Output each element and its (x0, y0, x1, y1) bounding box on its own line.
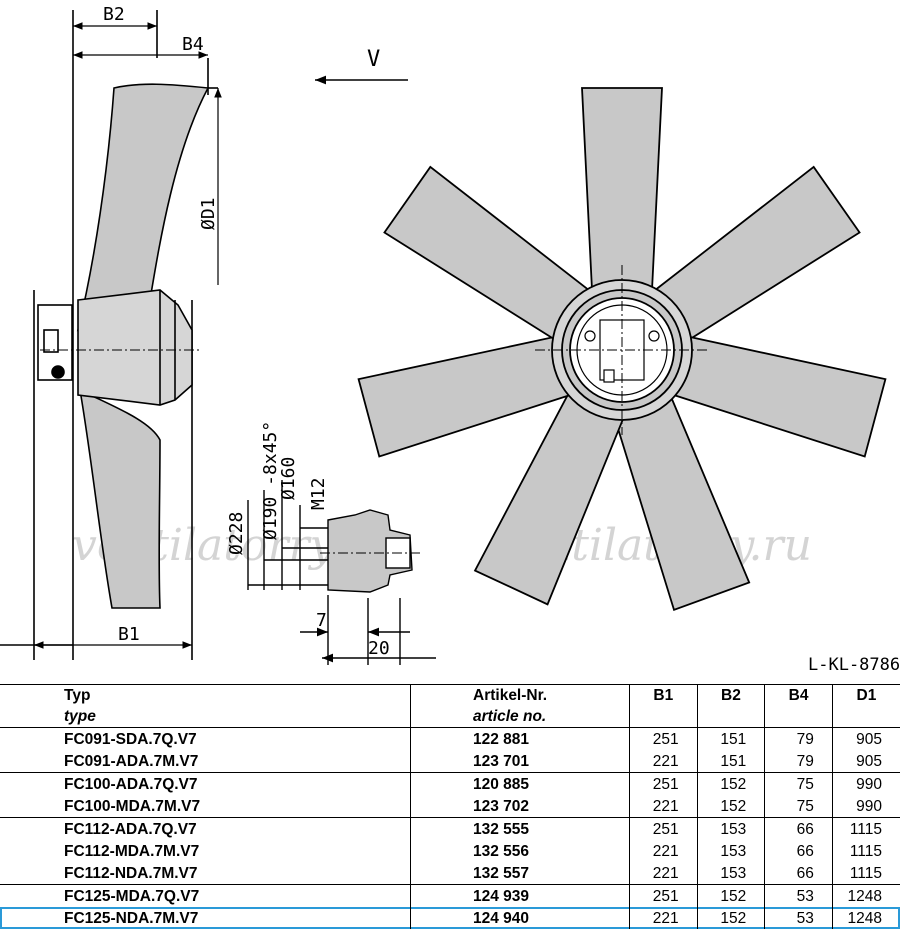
cell-d1: 905 (831, 727, 900, 750)
cell-typ: FC100-ADA.7Q.V7 (64, 775, 198, 793)
cell-d1: 990 (831, 772, 900, 795)
cell-b2: 152 (696, 795, 765, 818)
cell-typ: FC091-SDA.7Q.V7 (64, 730, 197, 748)
table-row: FC100-MDA.7M.V7 123 702 221 152 75 990 (0, 795, 900, 818)
cell-typ: FC112-MDA.7M.V7 (64, 842, 200, 860)
cell-b2: 153 (696, 862, 765, 885)
cell-d1: 1115 (831, 862, 900, 885)
cell-artikel: 124 940 (410, 907, 630, 929)
header-b1: B1 (629, 684, 698, 728)
cell-artikel: 120 885 (410, 772, 630, 795)
header-typ-label: Typ (64, 687, 91, 704)
drawing-code: L-KL-8786 (808, 655, 900, 675)
cell-b2: 153 (696, 840, 765, 862)
cell-b4: 53 (764, 884, 833, 907)
cell-b1: 251 (629, 772, 698, 795)
view-label: V (367, 47, 380, 72)
cell-b2: 153 (696, 817, 765, 840)
cell-b1: 251 (629, 884, 698, 907)
table-row: FC112-ADA.7Q.V7 132 555 251 153 66 1115 (0, 817, 900, 840)
header-artikel: Artikel-Nr. article no. (410, 684, 630, 728)
table-header-row: Typ type Artikel-Nr. article no. B1 B2 B… (0, 684, 900, 728)
dim-20-label: 20 (368, 638, 390, 659)
cell-b4: 75 (764, 772, 833, 795)
table-row: FC091-SDA.7Q.V7 122 881 251 151 79 905 (0, 727, 900, 750)
cell-b1: 251 (629, 817, 698, 840)
dim-7-label: 7 (316, 610, 327, 631)
cell-artikel: 123 702 (410, 795, 630, 818)
cell-d1: 1115 (831, 817, 900, 840)
side-dimensions (34, 22, 222, 649)
table-row: FC091-ADA.7M.V7 123 701 221 151 79 905 (0, 750, 900, 773)
header-b4: B4 (764, 684, 833, 728)
cell-b2: 151 (696, 727, 765, 750)
cell-b1: 221 (629, 795, 698, 818)
front-view (357, 87, 887, 612)
hub-detail (247, 480, 436, 665)
spec-table: Typ type Artikel-Nr. article no. B1 B2 B… (0, 684, 900, 929)
cell-d1: 1248 (831, 884, 900, 907)
cell-artikel: 122 881 (410, 727, 630, 750)
cell-artikel: 123 701 (410, 750, 630, 773)
table-row: FC125-MDA.7Q.V7 124 939 251 152 53 1248 (0, 884, 900, 907)
cell-typ: FC125-NDA.7M.V7 (0, 907, 411, 929)
cell-typ: FC125-MDA.7Q.V7 (64, 887, 200, 905)
dim-d160-label: Ø160 (278, 457, 299, 500)
header-artikel-sub: article no. (473, 708, 547, 725)
table-row-selected[interactable]: FC125-NDA.7M.V7 124 940 221 152 53 1248 (0, 907, 900, 929)
fan-technical-drawing: ventilatorry.ru ventilatorry.ru B2 B4 ØD… (0, 4, 900, 675)
cell-b2: 151 (696, 750, 765, 773)
dim-m12-label: M12 (308, 477, 329, 510)
cell-b4: 75 (764, 795, 833, 818)
cell-b4: 79 (764, 727, 833, 750)
cell-b1: 221 (629, 862, 698, 885)
side-view (0, 10, 218, 660)
cell-b2: 152 (696, 772, 765, 795)
dim-b2-label: B2 (103, 4, 125, 25)
dim-b4-label: B4 (182, 34, 204, 55)
header-typ-sub: type (64, 708, 96, 725)
cell-typ: FC100-MDA.7M.V7 (0, 795, 411, 818)
cell-d1: 905 (831, 750, 900, 773)
header-artikel-label: Artikel-Nr. (473, 687, 548, 704)
cell-b4: 79 (764, 750, 833, 773)
cell-artikel: 124 939 (410, 884, 630, 907)
table-row: FC100-ADA.7Q.V7 120 885 251 152 75 990 (0, 772, 900, 795)
header-d1: D1 (831, 684, 900, 728)
cell-b2: 152 (696, 907, 765, 929)
cell-typ: FC112-NDA.7M.V7 (0, 862, 411, 885)
cell-b4: 53 (764, 907, 833, 929)
cell-d1: 1248 (831, 907, 900, 929)
dim-b1-label: B1 (118, 624, 140, 645)
dim-d228-label: Ø228 (226, 512, 247, 555)
header-typ: Typ type (0, 684, 411, 728)
cell-b1: 221 (629, 840, 698, 862)
table-row: FC112-NDA.7M.V7 132 557 221 153 66 1115 (0, 862, 900, 885)
dim-d190-label: Ø190 -8x45° (260, 421, 281, 540)
dim-d1-label: ØD1 (198, 197, 219, 230)
cell-artikel: 132 557 (410, 862, 630, 885)
cell-b4: 66 (764, 840, 833, 862)
cell-artikel: 132 555 (410, 817, 630, 840)
cell-artikel: 132 556 (410, 840, 630, 862)
cell-d1: 1115 (831, 840, 900, 862)
header-b2: B2 (696, 684, 765, 728)
cell-b1: 251 (629, 727, 698, 750)
cell-typ: FC091-ADA.7M.V7 (0, 750, 411, 773)
cell-b4: 66 (764, 862, 833, 885)
cell-b1: 221 (629, 907, 698, 929)
cell-typ: FC112-ADA.7Q.V7 (64, 820, 197, 838)
cell-b2: 152 (696, 884, 765, 907)
cell-b4: 66 (764, 817, 833, 840)
cell-d1: 990 (831, 795, 900, 818)
table-row: FC112-MDA.7M.V7 132 556 221 153 66 1115 (0, 840, 900, 862)
cell-b1: 221 (629, 750, 698, 773)
